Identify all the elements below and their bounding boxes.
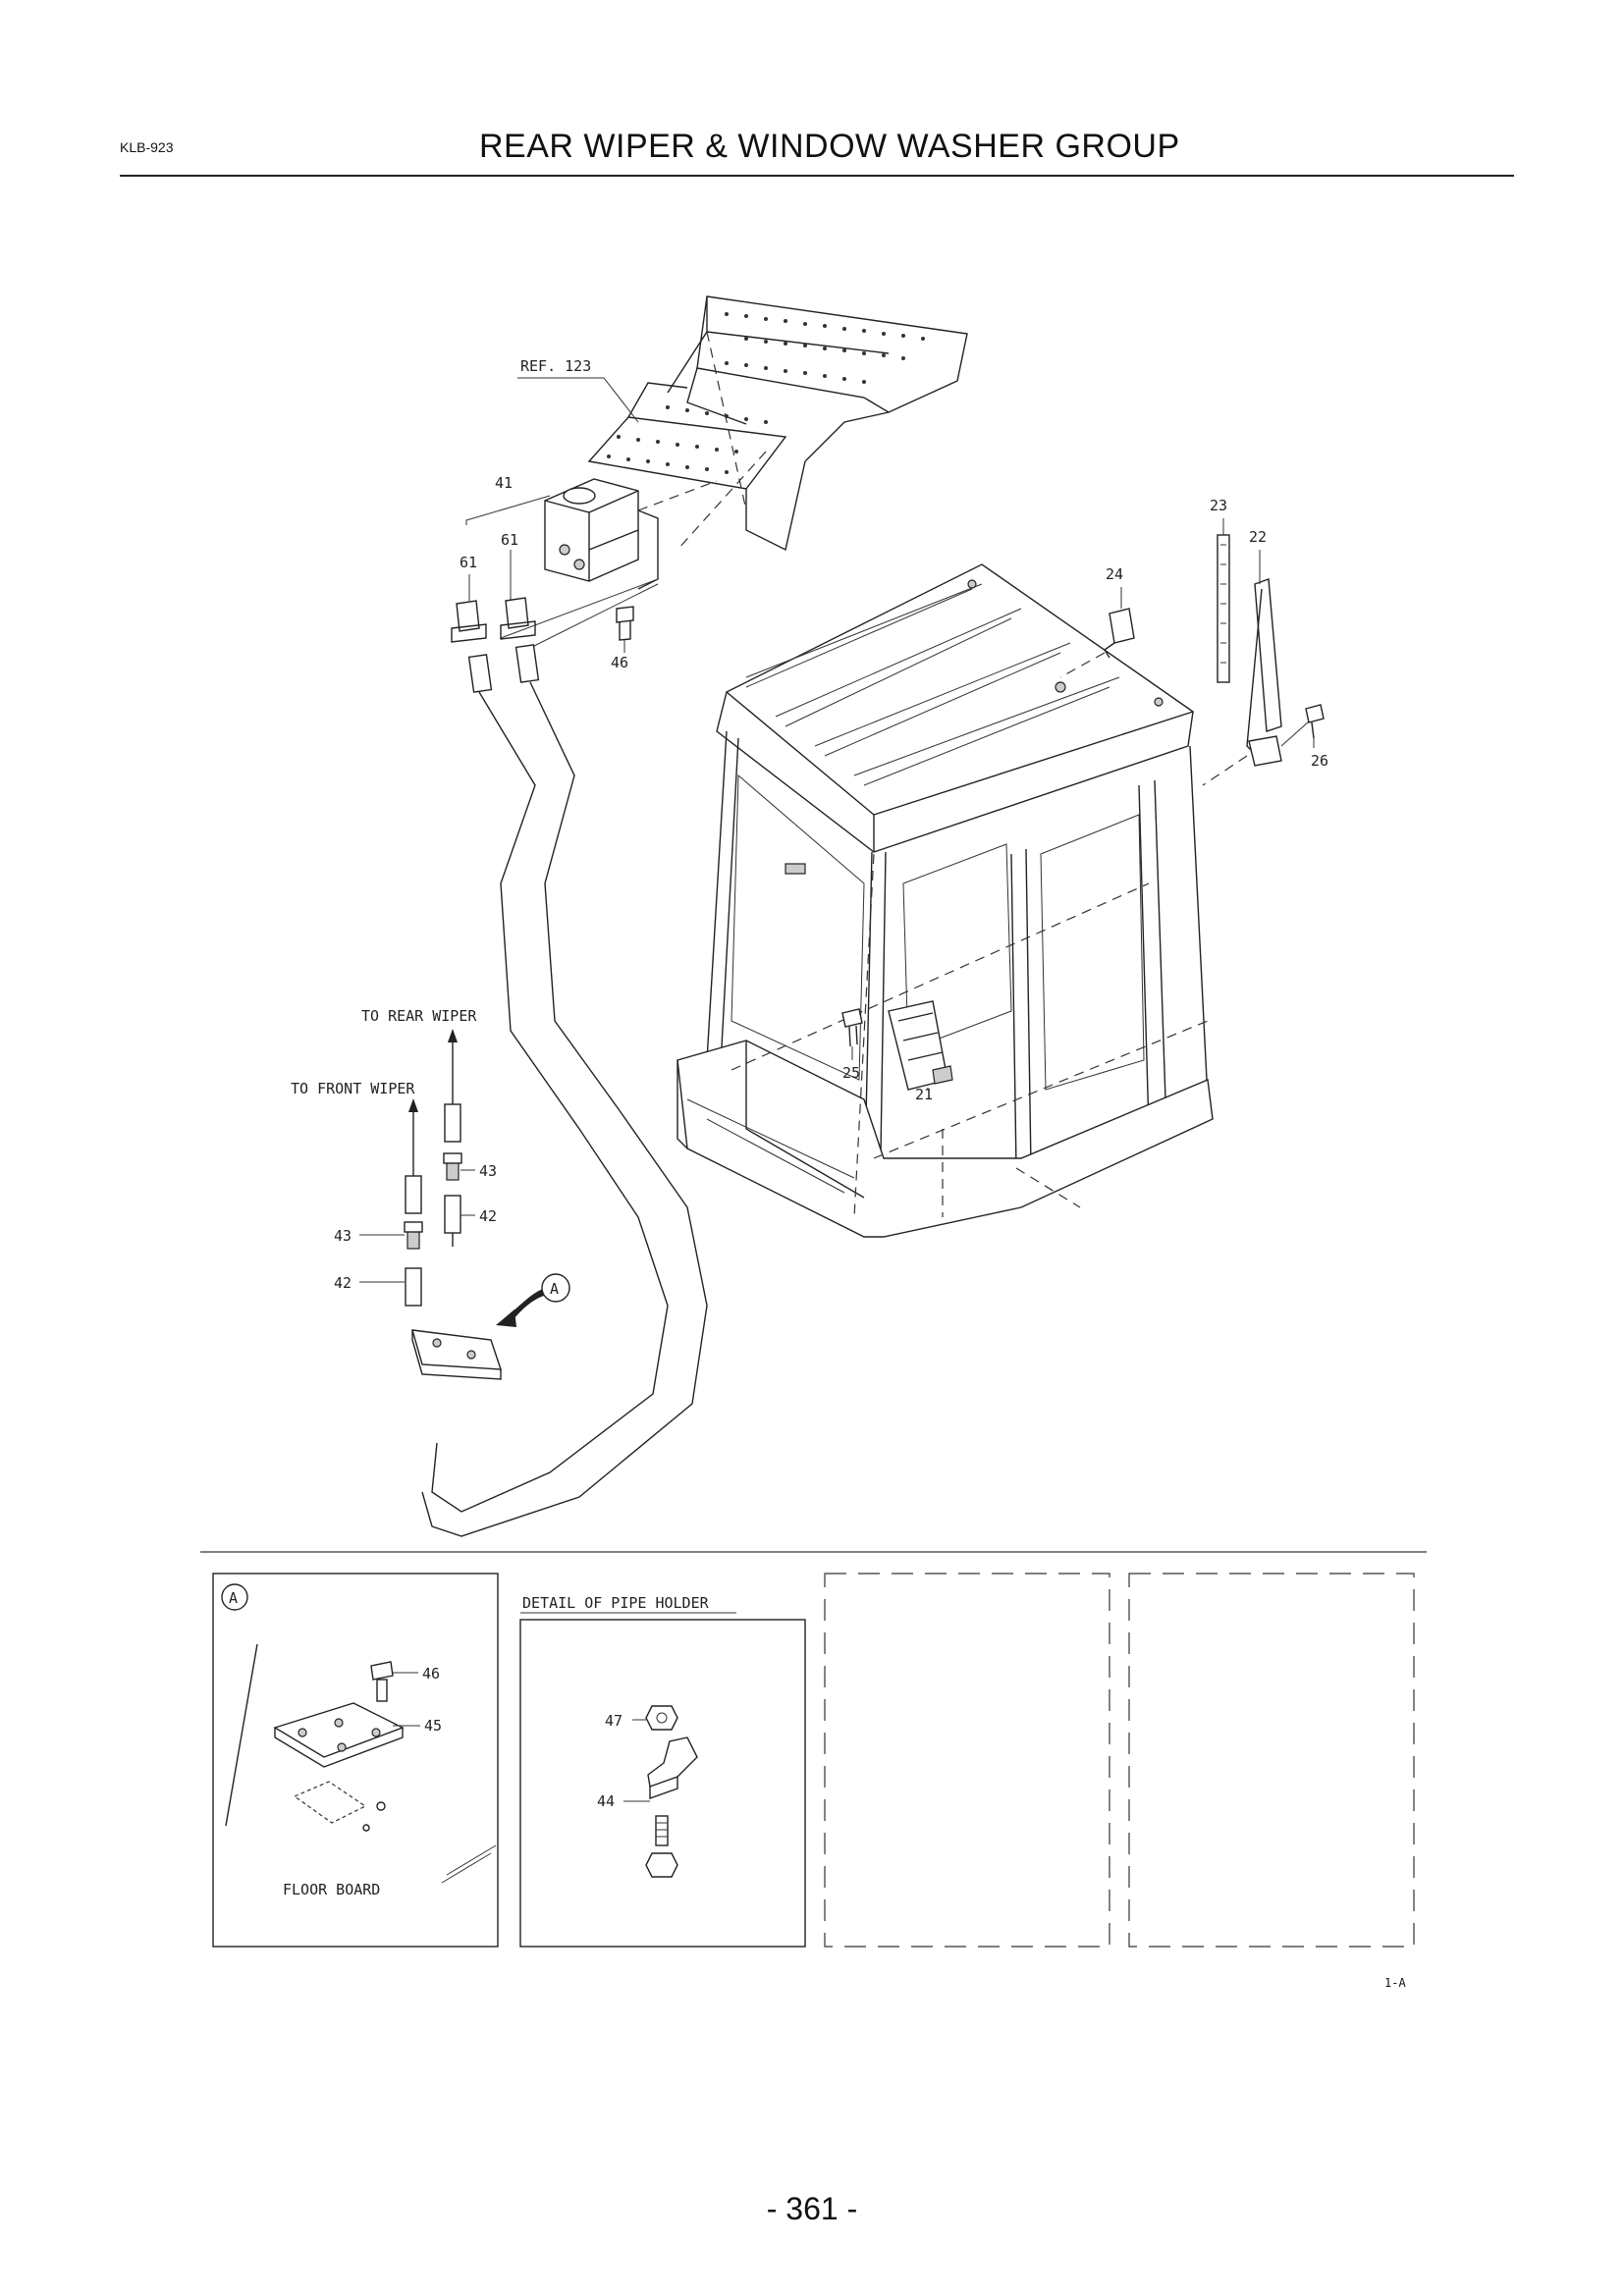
frame-assembly bbox=[587, 295, 968, 552]
header-rule bbox=[120, 175, 1514, 177]
perforation-dots bbox=[607, 312, 925, 474]
page-title: REAR WIPER & WINDOW WASHER GROUP bbox=[479, 128, 1180, 165]
ref-label: REF. 123 bbox=[520, 357, 591, 375]
callout-a-letter: A bbox=[550, 1280, 559, 1298]
pipe-holder-part-47: 47 bbox=[605, 1712, 623, 1730]
part-42-label-b: 42 bbox=[334, 1274, 352, 1292]
pipe-holder-panel: DETAIL OF PIPE HOLDER 47 44 bbox=[519, 1594, 806, 1948]
fitting-61-right bbox=[500, 597, 536, 640]
sheet-reference: 1-A bbox=[1384, 1976, 1406, 1990]
detail-a-part-46: 46 bbox=[422, 1665, 440, 1682]
page-number: - 361 - bbox=[766, 2191, 858, 2226]
arrow-to-rear-wiper bbox=[448, 1029, 458, 1104]
bolt-26 bbox=[1305, 704, 1325, 739]
part-25-label: 25 bbox=[842, 1064, 860, 1082]
wiper-blade-23 bbox=[1217, 534, 1230, 683]
part-43-label-b: 43 bbox=[334, 1227, 352, 1245]
detail-a-part-45: 45 bbox=[424, 1717, 442, 1735]
part-41-label: 41 bbox=[495, 474, 513, 492]
pipe-holder-title: DETAIL OF PIPE HOLDER bbox=[522, 1594, 710, 1612]
to-front-wiper-label: TO FRONT WIPER bbox=[291, 1080, 415, 1097]
detail-a-marker: A bbox=[229, 1589, 238, 1607]
empty-panel-1 bbox=[824, 1573, 1110, 1948]
part-21-label: 21 bbox=[915, 1086, 933, 1103]
front-pipe-set bbox=[404, 1175, 423, 1307]
callout-a: A bbox=[496, 1273, 570, 1327]
part-22-label: 22 bbox=[1249, 528, 1267, 546]
part-24-label: 24 bbox=[1106, 565, 1123, 583]
part-61-label-a: 61 bbox=[501, 531, 518, 549]
part-42-label-a: 42 bbox=[479, 1207, 497, 1225]
washer-tank bbox=[544, 478, 659, 590]
detail-a-panel: A 46 45 FLOOR BOARD bbox=[212, 1573, 499, 1948]
floor-board-label: FLOOR BOARD bbox=[283, 1881, 380, 1898]
fitting-61-left bbox=[451, 600, 487, 643]
arrow-to-front-wiper bbox=[408, 1098, 418, 1178]
to-rear-wiper-label: TO REAR WIPER bbox=[361, 1007, 477, 1025]
bolt-25 bbox=[841, 1008, 863, 1047]
wiper-motor-21 bbox=[888, 1000, 953, 1091]
operator-cab bbox=[677, 563, 1214, 1238]
part-26-label: 26 bbox=[1311, 752, 1328, 770]
empty-panel-2 bbox=[1128, 1573, 1415, 1948]
bolt-46 bbox=[616, 606, 634, 641]
hose-plate bbox=[411, 1329, 502, 1380]
part-46-label: 46 bbox=[611, 654, 628, 671]
rear-pipe-set bbox=[443, 1103, 462, 1247]
pipe-holder-part-44: 44 bbox=[597, 1792, 615, 1810]
nozzle-24 bbox=[1104, 608, 1135, 659]
part-23-label: 23 bbox=[1210, 497, 1227, 514]
document-code: KLB-923 bbox=[120, 139, 174, 155]
wiper-arm-22 bbox=[1246, 578, 1282, 767]
washer-hose bbox=[421, 681, 708, 1537]
part-61-label-b: 61 bbox=[460, 554, 477, 571]
part-43-label-a: 43 bbox=[479, 1162, 497, 1180]
